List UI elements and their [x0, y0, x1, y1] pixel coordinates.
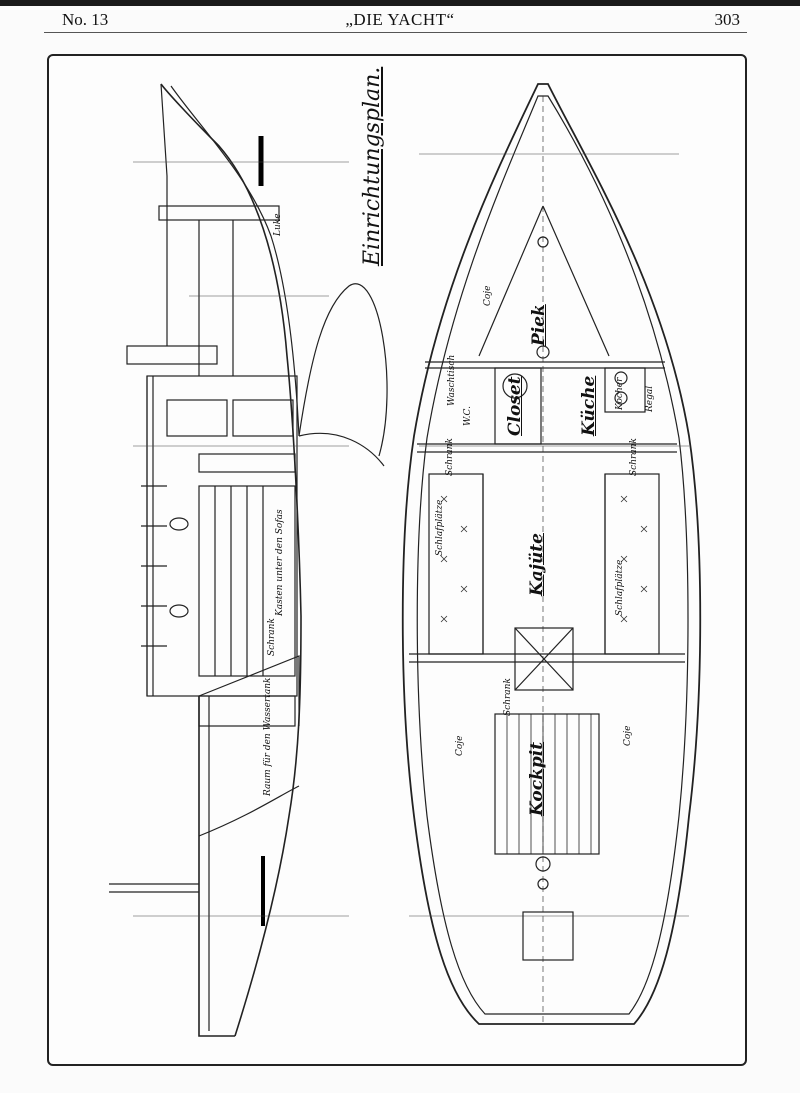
plan-view [401, 83, 702, 1025]
label-berth-port: Coje [455, 735, 465, 756]
yacht-drawing [109, 83, 702, 1037]
side-elevation [109, 83, 388, 1037]
issue-number: No. 13 [62, 10, 109, 29]
label-galley: Küche [579, 375, 599, 436]
label-water-tank: Raum für den Wassertank [263, 677, 273, 796]
drawing-frame: Einrichtungsplan. Kajüte Kockpit Küche C… [47, 54, 747, 1066]
label-closet: Closet [505, 376, 525, 436]
label-wc: W.C. [463, 406, 473, 426]
label-locker-starboard: Schrank [629, 438, 639, 476]
label-locker-port: Schrank [445, 438, 455, 476]
magazine-page: No. 13 „DIE YACHT“ 303 [0, 6, 800, 1093]
label-berth-bow: Coje [483, 285, 493, 306]
label-shelf: Regal [645, 385, 655, 412]
label-locker-side: Schrank [267, 618, 277, 656]
berth-cushion-pattern [440, 495, 648, 623]
label-saloon: Kajüte [527, 533, 547, 596]
label-washroom: Waschtisch [447, 354, 457, 406]
label-berths-starboard: Schlafplätze [615, 559, 625, 616]
scan-top-edge [0, 0, 800, 6]
label-berth-starboard: Coje [623, 725, 633, 746]
label-sofa-box: Kasten unter den Sofas [275, 509, 285, 616]
header-rule [44, 32, 747, 33]
label-hatch: Luke [273, 213, 283, 236]
label-forepeak: Piek [529, 304, 549, 346]
label-stove: Kocher [615, 377, 625, 410]
page-header: No. 13 „DIE YACHT“ 303 [0, 6, 800, 32]
plan-title: Einrichtungsplan. [360, 66, 385, 266]
page-number: 303 [714, 10, 741, 29]
label-cockpit: Kockpit [527, 741, 547, 816]
journal-title: „DIE YACHT“ [345, 10, 455, 29]
label-berths-port: Schlafplätze [435, 499, 445, 556]
label-locker: Schrank [503, 678, 513, 716]
